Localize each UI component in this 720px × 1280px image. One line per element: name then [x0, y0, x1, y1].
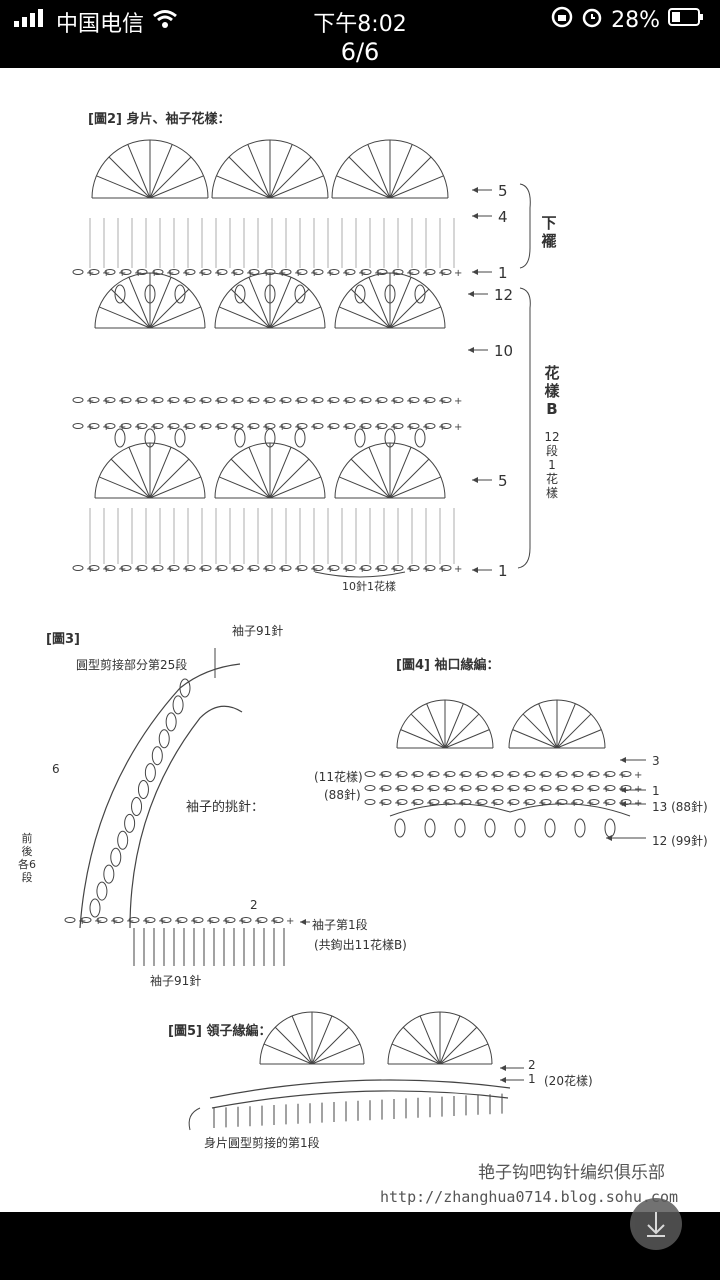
- mark-6: 6: [52, 762, 60, 776]
- row-label-10: 10: [494, 342, 514, 360]
- row-label-1-bottom: 1: [498, 562, 508, 580]
- watermark-name: 艳子钩吧钩针编织俱乐部: [478, 1163, 665, 1183]
- cuff-row-3: 3: [652, 754, 660, 768]
- pattern-b-label: 花樣B: [544, 364, 560, 418]
- signal-icon: [14, 9, 48, 35]
- page-counter: 6/6: [340, 38, 380, 66]
- rows-note: 12段1花樣: [544, 430, 560, 500]
- cuff-row-12: 12 (99針): [652, 834, 708, 848]
- clock: 下午8:02: [313, 12, 407, 37]
- collar-20-repeats: (20花樣): [544, 1074, 593, 1088]
- download-arrow-icon: [647, 1212, 665, 1237]
- collar-row-2: 2: [528, 1058, 536, 1072]
- sleeve-row-1: 袖子第1段: [312, 918, 368, 932]
- battery-icon: [668, 7, 704, 33]
- status-bar: 中国电信 下午8:02 28%: [0, 0, 720, 40]
- sleeve-91-bottom: 袖子91針: [150, 974, 202, 988]
- cuff-row-1: 1: [652, 784, 660, 798]
- collar-row-1: 1: [528, 1072, 536, 1086]
- sleeve-pickup: 袖子的挑針：: [186, 800, 265, 815]
- rotation-lock-icon: [551, 6, 573, 34]
- svg-text:+: +: [286, 916, 294, 927]
- row-label-5-lower: 5: [498, 472, 508, 490]
- cuff-11-repeats: (11花樣): [314, 770, 363, 784]
- carrier-name: 中国电信: [56, 12, 145, 37]
- watermark-url: http://zhanghua0714.blog.sohu.com: [380, 1188, 679, 1206]
- row-label-5: 5: [498, 182, 508, 200]
- fig4-title: [圖4] 袖口緣編：: [396, 658, 500, 673]
- mark-2: 2: [250, 898, 258, 912]
- cuff-88-st: (88針): [324, 788, 361, 802]
- wifi-icon: [152, 9, 178, 35]
- svg-text:+: +: [634, 770, 642, 781]
- svg-text:+: +: [454, 564, 462, 575]
- svg-text:+: +: [454, 422, 462, 433]
- image-viewer[interactable]: ++++++++++++++++++++++++++++++++++++++++…: [0, 68, 720, 1212]
- alarm-icon: [581, 6, 603, 34]
- row-label-1-top: 1: [498, 264, 508, 282]
- fig5-title: [圖5] 領子緣編：: [168, 1024, 272, 1039]
- repeat-note: 10針1花樣: [342, 580, 396, 593]
- crochet-chart-drawing: ++++++++++++++++++++++++++++++++++++++++…: [64, 139, 646, 1131]
- cuff-row-13: 13 (88針): [652, 800, 708, 814]
- download-button[interactable]: [630, 1198, 682, 1250]
- row-label-12: 12: [494, 286, 514, 304]
- sleeve-91-top: 袖子91針: [232, 624, 284, 638]
- front-back-6-rows: 前後各6段: [18, 832, 36, 884]
- row-label-4: 4: [498, 208, 508, 226]
- hem-label: 下襬: [541, 214, 557, 250]
- fig2-title: [圖2] 身片、袖子花樣：: [88, 112, 231, 127]
- raglan-row-25: 圓型剪接部分第25段: [76, 658, 188, 672]
- sleeve-total: (共鉤出11花樣B): [314, 938, 407, 952]
- battery-percent: 28%: [611, 7, 660, 33]
- collar-base-row: 身片圓型剪接的第1段: [204, 1136, 320, 1150]
- svg-text:+: +: [454, 396, 462, 407]
- fig3-title: [圖3]: [46, 632, 80, 647]
- svg-text:+: +: [454, 268, 462, 279]
